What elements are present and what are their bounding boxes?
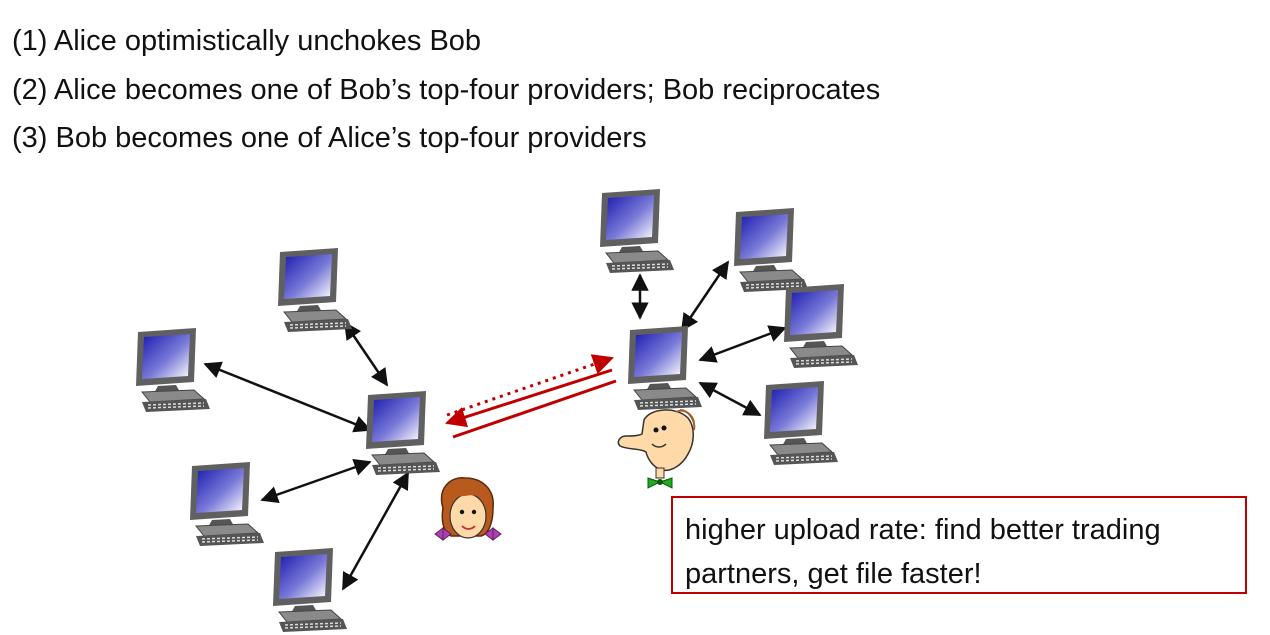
- computer-icon: [627, 325, 703, 411]
- computer-icon: [189, 461, 265, 547]
- note-line-2: partners, get file faster!: [685, 558, 982, 590]
- link-alice-peer-top: [343, 321, 389, 387]
- reciprocate-arrow-top: [445, 368, 613, 428]
- computer-icon: [733, 207, 809, 293]
- computer-icon: [365, 390, 441, 476]
- upload-rate-note: higher upload rate: find better trading …: [671, 496, 1247, 594]
- link-alice-peer-lower-left: [260, 458, 372, 504]
- optimistic-unchoke-arrow: [446, 354, 614, 417]
- reciprocate-arrow-bottom: [452, 379, 617, 439]
- computer-icon: [272, 547, 348, 633]
- computer-icon: [763, 380, 839, 466]
- computer-icon: [783, 283, 859, 369]
- step-3-text: (3) Bob becomes one of Alice’s top-four …: [12, 122, 647, 154]
- computer-icon: [135, 327, 211, 413]
- link-alice-peer-bottom: [341, 471, 410, 591]
- link-bob-peer-upper-right: [680, 260, 730, 332]
- step-2-text: (2) Alice becomes one of Bob’s top-four …: [12, 74, 881, 106]
- link-bob-peer-right: [698, 325, 787, 363]
- computer-icon: [277, 247, 353, 333]
- bob-avatar-icon: [617, 409, 696, 489]
- link-bob-peer-lower-right: [698, 381, 762, 417]
- note-line-1: higher upload rate: find better trading: [685, 514, 1161, 546]
- link-alice-peer-left: [203, 361, 372, 433]
- step-1-text: (1) Alice optimistically unchokes Bob: [12, 25, 482, 57]
- alice-avatar-icon: [434, 477, 502, 541]
- peer-links: [203, 260, 787, 591]
- computer-icon: [599, 188, 675, 274]
